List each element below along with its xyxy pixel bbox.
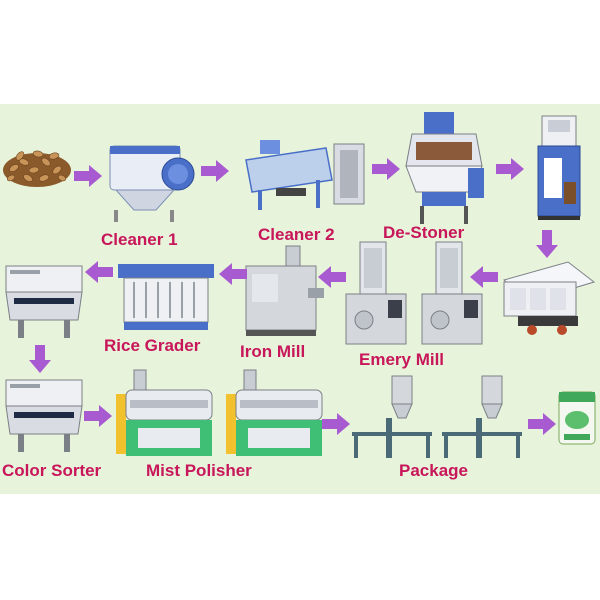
arrow-left-icon xyxy=(318,266,346,288)
label-cleaner-2: Cleaner 2 xyxy=(258,225,335,244)
cleaner-2-machine xyxy=(236,130,368,216)
arrow-left-icon xyxy=(85,261,113,283)
arrow-right-icon xyxy=(372,158,400,180)
label-rice-grader: Rice Grader xyxy=(104,336,201,355)
paddy-separator-machine xyxy=(498,252,598,340)
arrow-right-icon xyxy=(322,413,350,435)
arrow-down-icon xyxy=(29,345,51,373)
de-stoner-machine xyxy=(402,108,488,226)
label-color-sorter: Color Sorter xyxy=(2,461,102,480)
color-sorter-machine xyxy=(2,376,86,456)
arrow-right-icon xyxy=(528,413,556,435)
arrow-right-icon xyxy=(74,165,102,187)
rice-grain-pile xyxy=(2,140,72,188)
arrow-left-icon xyxy=(470,266,498,288)
husker-machine xyxy=(532,112,586,222)
label-cleaner-1: Cleaner 1 xyxy=(101,230,178,249)
mist-polisher-machine xyxy=(112,368,330,464)
color-sorter-machine-top xyxy=(2,262,86,342)
rice-bag-icon xyxy=(556,390,598,446)
packaging-machine xyxy=(348,374,528,460)
label-mist-polisher: Mist Polisher xyxy=(146,461,252,480)
cleaner-1-machine xyxy=(104,132,196,224)
label-de-stoner: De-Stoner xyxy=(383,223,465,242)
arrow-right-icon xyxy=(201,160,229,182)
rice-grader-machine xyxy=(114,254,218,336)
arrow-down-icon xyxy=(536,230,558,258)
arrow-right-icon xyxy=(84,405,112,427)
arrow-left-icon xyxy=(219,263,247,285)
label-package: Package xyxy=(399,461,468,480)
emery-mill-machine xyxy=(338,238,490,348)
label-emery-mill: Emery Mill xyxy=(359,350,445,369)
iron-mill-machine xyxy=(242,244,328,340)
arrow-right-icon xyxy=(496,158,524,180)
label-iron-mill: Iron Mill xyxy=(240,342,306,361)
